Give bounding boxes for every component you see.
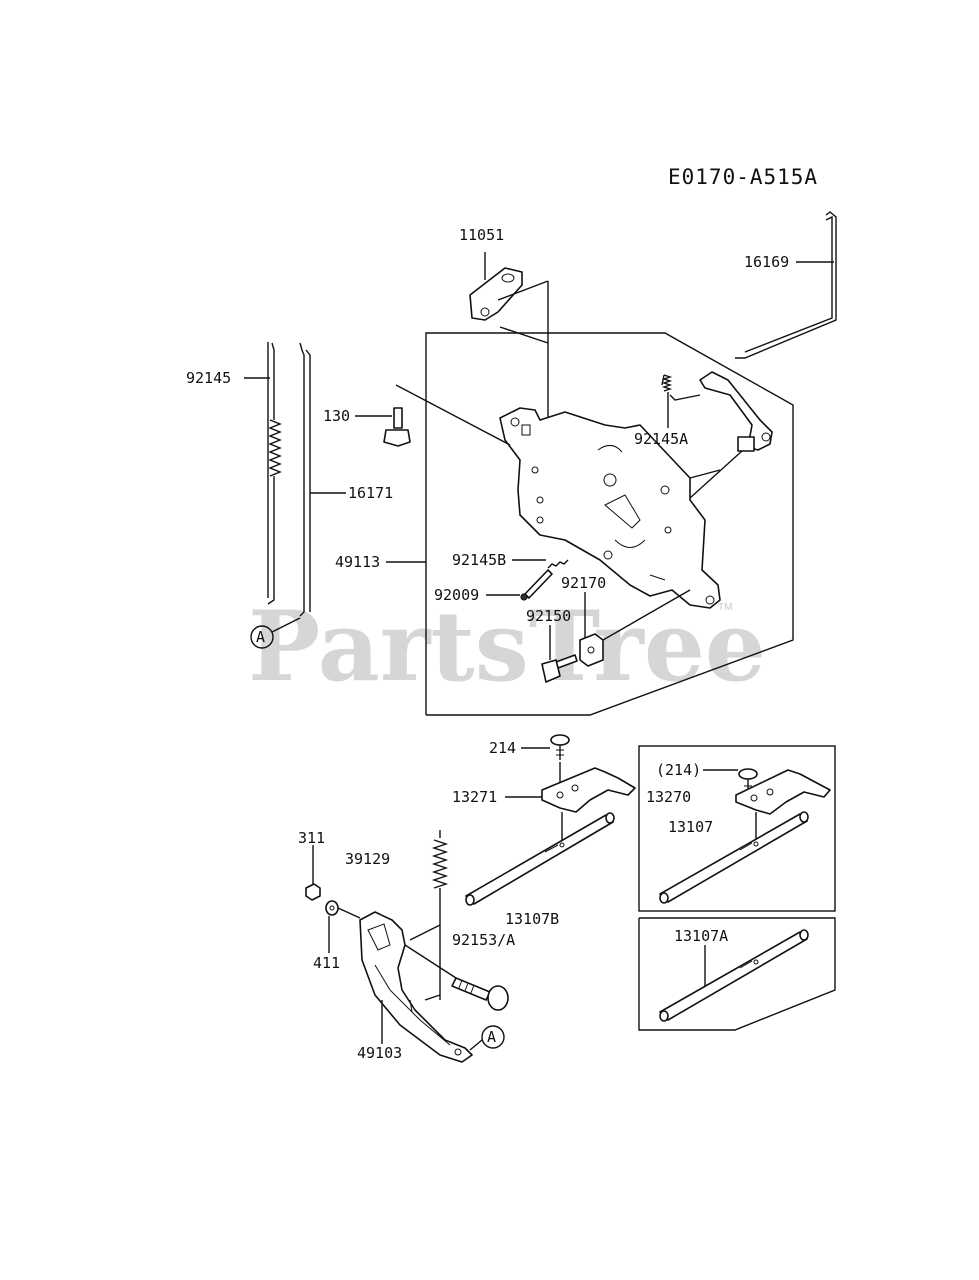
part-130-bolt[interactable] — [383, 407, 411, 447]
part-11051-bracket[interactable] — [469, 267, 549, 420]
leader-lever-spring — [424, 994, 441, 1001]
part-411-washer[interactable] — [325, 900, 361, 919]
watermark: PartsTree — [248, 590, 766, 703]
part-39129-spring[interactable] — [431, 830, 449, 1000]
part-16171-rod[interactable] — [299, 342, 311, 617]
label-13107[interactable]: 13107 — [668, 818, 713, 836]
label-16171[interactable]: 16171 — [348, 484, 393, 502]
label-49113[interactable]: 49113 — [335, 553, 380, 571]
watermark-trademark: TM — [718, 602, 732, 613]
label-39129[interactable]: 39129 — [345, 850, 390, 868]
part-16169-rod[interactable] — [735, 211, 837, 359]
label-92145B[interactable]: 92145B — [452, 551, 506, 569]
label-13271[interactable]: 13271 — [452, 788, 497, 806]
part-311-nut[interactable] — [305, 883, 321, 901]
part-control-plate[interactable] — [499, 407, 721, 609]
part-92009-screw[interactable] — [520, 569, 553, 601]
ref-marker-a-bottom: A — [469, 1025, 505, 1051]
label-92145[interactable]: 92145 — [186, 369, 231, 387]
part-throttle-lever[interactable] — [689, 371, 773, 499]
label-11051[interactable]: 11051 — [459, 226, 504, 244]
label-49103[interactable]: 49103 — [357, 1044, 402, 1062]
leader-92153A — [409, 924, 441, 941]
part-49103-lever[interactable] — [359, 911, 473, 1063]
label-411[interactable]: 411 — [313, 954, 340, 972]
label-92145A[interactable]: 92145A — [634, 430, 688, 448]
part-92153A-bolt[interactable] — [404, 944, 509, 1011]
label-92153A[interactable]: 92153/A — [452, 931, 515, 949]
label-92150[interactable]: 92150 — [526, 607, 571, 625]
label-16169[interactable]: 16169 — [744, 253, 789, 271]
leader-92170-plate — [602, 589, 691, 641]
label-214[interactable]: 214 — [489, 739, 516, 757]
label-13107A[interactable]: 13107A — [674, 927, 728, 945]
label-92170[interactable]: 92170 — [561, 574, 606, 592]
part-13107-shaft[interactable] — [659, 811, 809, 904]
part-13271-plate[interactable] — [541, 767, 636, 813]
alt-box-13270 — [638, 745, 836, 912]
assembly-outline-49113 — [425, 332, 794, 716]
svg-text:A: A — [256, 628, 265, 646]
part-92170-clamp[interactable] — [579, 633, 604, 667]
label-214-paren[interactable]: (214) — [656, 761, 701, 779]
alt-box-13107A — [638, 917, 836, 1031]
label-311[interactable]: 311 — [298, 829, 325, 847]
diagram-code: E0170-A515A — [668, 165, 818, 189]
svg-text:A: A — [487, 1028, 496, 1046]
label-130[interactable]: 130 — [323, 407, 350, 425]
part-92145A-spring[interactable] — [661, 374, 701, 401]
label-13107B[interactable]: 13107B — [505, 910, 559, 928]
part-92145B-spring[interactable] — [547, 559, 569, 569]
leader-130-plate — [395, 384, 511, 446]
label-92009[interactable]: 92009 — [434, 586, 479, 604]
part-13270-plate[interactable] — [735, 769, 831, 815]
label-13270[interactable]: 13270 — [646, 788, 691, 806]
part-92150-bolt[interactable] — [541, 654, 578, 683]
part-92145-spring[interactable] — [267, 342, 282, 605]
part-13107B-shaft[interactable] — [465, 812, 615, 906]
part-13107A-shaft[interactable] — [659, 929, 809, 1022]
ref-marker-a-left: A — [250, 617, 301, 649]
